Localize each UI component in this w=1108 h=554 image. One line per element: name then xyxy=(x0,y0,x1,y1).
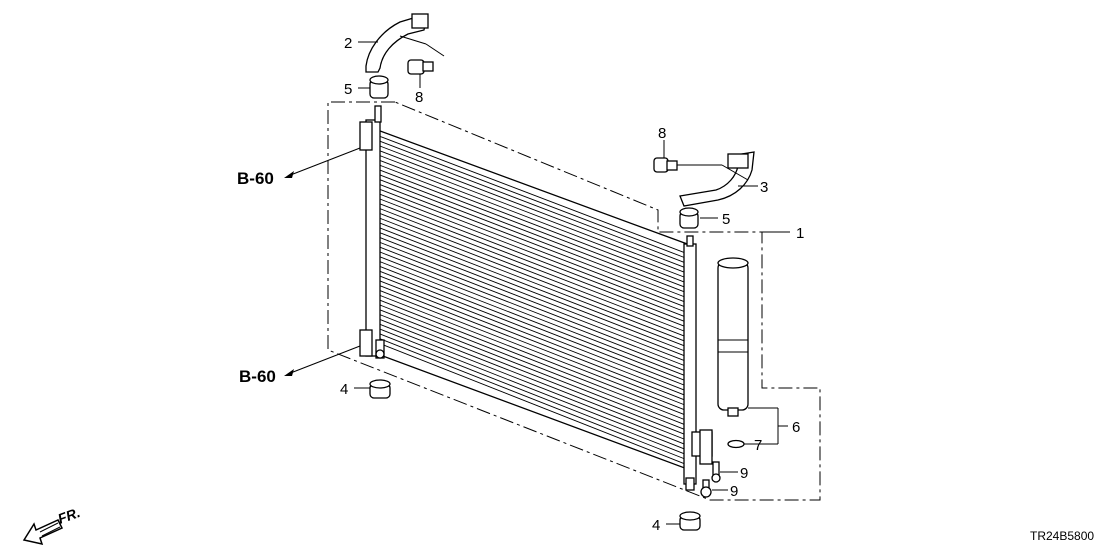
condenser-fin xyxy=(379,314,685,435)
condenser-fin xyxy=(379,290,685,410)
condenser-fins xyxy=(379,135,685,464)
flange-bolt-top xyxy=(407,59,434,75)
receiver-dryer xyxy=(717,257,749,417)
front-direction-arrow xyxy=(22,519,64,546)
callout-1: 1 xyxy=(796,225,804,242)
front-direction-label: FR. xyxy=(56,504,83,527)
callout-3: 3 xyxy=(760,179,768,196)
condenser-fin xyxy=(379,232,685,352)
upper-bracket-right xyxy=(679,151,755,207)
callout-9-upper: 9 xyxy=(740,465,748,482)
condenser-fin xyxy=(379,164,685,283)
condenser-fin xyxy=(379,169,685,288)
condenser-fin xyxy=(379,227,685,347)
callout-2: 2 xyxy=(344,35,352,52)
condenser-core xyxy=(371,127,691,471)
condenser-fin xyxy=(379,217,685,337)
condenser-fin xyxy=(379,333,685,455)
condenser-fin xyxy=(379,323,685,445)
condenser-fin xyxy=(379,145,685,263)
ref-b60-lower: B-60 xyxy=(239,367,276,386)
condenser-fin xyxy=(379,275,685,396)
condenser-fin xyxy=(379,140,685,258)
condenser-fin xyxy=(379,203,685,322)
condenser-fin xyxy=(379,184,685,302)
callout-5-right: 5 xyxy=(722,211,730,228)
right-header-tank xyxy=(683,235,713,491)
condenser-fin xyxy=(379,309,685,430)
diagram-code: TR24B5800 xyxy=(1030,529,1094,543)
assembly-outline xyxy=(327,101,821,501)
mount-cushion-top xyxy=(369,75,389,99)
condenser-fin xyxy=(379,304,685,425)
callout-4-bottom: 4 xyxy=(652,517,660,534)
left-header-tank xyxy=(359,105,385,359)
flange-bolt-right xyxy=(653,157,678,173)
lower-cushion-left xyxy=(369,379,391,399)
condenser-fin xyxy=(379,256,685,376)
callout-8-top: 8 xyxy=(415,89,423,106)
upper-bracket-left xyxy=(365,13,429,73)
condenser-fin xyxy=(379,343,685,464)
condenser-fin xyxy=(379,237,685,356)
condenser-fin xyxy=(379,261,685,381)
condenser-fin xyxy=(379,179,685,298)
callout-8-right: 8 xyxy=(658,125,666,142)
leader-lines xyxy=(284,35,790,525)
bolt-lower xyxy=(700,479,712,498)
mount-cushion-right xyxy=(679,207,699,229)
lower-cushion-bottom xyxy=(679,511,701,531)
condenser-fin xyxy=(379,198,685,317)
o-ring xyxy=(727,439,745,449)
condenser-fin xyxy=(379,246,685,366)
callout-6: 6 xyxy=(792,419,800,436)
condenser-fin xyxy=(379,213,685,332)
condenser-fin xyxy=(379,328,685,450)
condenser-fin xyxy=(379,319,685,440)
condenser-fin xyxy=(379,270,685,391)
condenser-fin xyxy=(379,299,685,420)
condenser-fin xyxy=(379,241,685,361)
condenser-fin xyxy=(379,160,685,278)
condenser-fin xyxy=(379,285,685,406)
callout-4-left: 4 xyxy=(340,381,348,398)
callout-7: 7 xyxy=(754,437,762,454)
condenser-fin xyxy=(379,338,685,460)
condenser-fin xyxy=(379,155,685,273)
condenser-fin xyxy=(379,208,685,327)
callout-5-top: 5 xyxy=(344,81,352,98)
condenser-fin xyxy=(379,294,685,415)
condenser-fin xyxy=(379,251,685,371)
condenser-fin xyxy=(379,150,685,268)
bolt-upper xyxy=(711,461,721,483)
condenser-fin xyxy=(379,280,685,401)
condenser-fin xyxy=(379,266,685,386)
condenser-fin xyxy=(379,222,685,342)
callout-9-lower: 9 xyxy=(730,483,738,500)
condenser-fin xyxy=(379,135,685,253)
condenser-fin xyxy=(379,174,685,293)
condenser-fin xyxy=(379,188,685,307)
condenser-fin xyxy=(379,193,685,312)
ref-b60-upper: B-60 xyxy=(237,169,274,188)
